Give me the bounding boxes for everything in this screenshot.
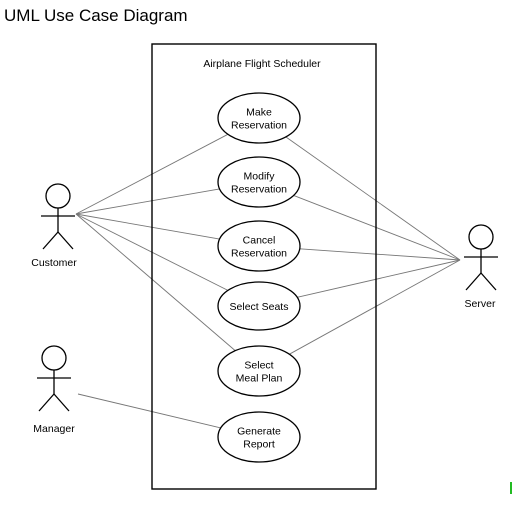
use-case-label: Generate	[237, 426, 281, 438]
association-customer-cancel-reservation	[75, 213, 220, 240]
system-boundary	[151, 43, 377, 490]
use-case-label: Make	[246, 107, 272, 119]
association-customer-modify-reservation	[75, 188, 220, 215]
actor-head	[41, 345, 67, 371]
actor-left-leg	[38, 393, 55, 412]
use-case-label: Reservation	[231, 248, 287, 260]
association-customer-select-meal-plan	[75, 213, 236, 351]
use-case-label: Select Seats	[230, 301, 289, 313]
actor-server: Server	[464, 224, 498, 310]
use-case-ellipse	[217, 220, 301, 272]
actor-right-leg	[53, 393, 70, 412]
use-case-label: Modify	[244, 171, 276, 183]
actor-right-leg	[480, 272, 497, 291]
use-case-ellipse	[217, 345, 301, 397]
actor-head	[468, 224, 494, 250]
use-case-ellipse	[217, 411, 301, 463]
use-cases: MakeReservationModifyReservationCancelRe…	[217, 92, 301, 463]
actor-right-leg	[57, 231, 74, 250]
actor-left-leg	[42, 231, 59, 250]
association-server-make-reservation	[285, 136, 461, 261]
use-case-ellipse	[217, 92, 301, 144]
page-title: UML Use Case Diagram	[4, 6, 188, 25]
use-case-ellipse	[217, 281, 301, 331]
actor-manager: Manager	[33, 345, 75, 435]
use-case-label: Report	[243, 439, 275, 451]
green-marker	[510, 482, 512, 494]
use-case-ellipse	[217, 156, 301, 208]
actor-label: Customer	[31, 257, 77, 269]
association-manager-generate-report	[77, 393, 221, 429]
system-name: Airplane Flight Scheduler	[203, 58, 321, 70]
association-server-modify-reservation	[293, 194, 461, 261]
actor-customer: Customer	[31, 183, 77, 269]
use-case-label: Cancel	[243, 235, 276, 247]
association-server-select-seats	[297, 259, 461, 298]
use-case-label: Select	[244, 360, 273, 372]
use-case-select-seats: Select Seats	[217, 281, 301, 331]
use-case-label: Meal Plan	[236, 373, 283, 385]
actor-left-leg	[465, 272, 482, 291]
actor-label: Manager	[33, 423, 75, 435]
use-case-label: Reservation	[231, 184, 287, 196]
association-server-cancel-reservation	[299, 248, 461, 261]
use-case-label: Reservation	[231, 120, 287, 132]
actor-head	[45, 183, 71, 209]
association-server-select-meal-plan	[289, 259, 461, 355]
actor-label: Server	[465, 298, 496, 310]
